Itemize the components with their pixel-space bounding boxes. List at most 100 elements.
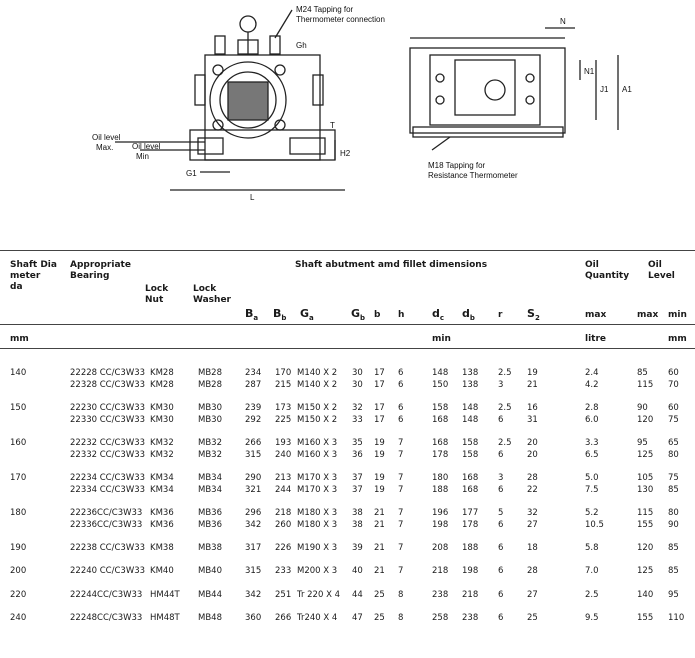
cell-dc: 196 xyxy=(432,508,449,518)
cell-gb: 36 xyxy=(352,450,363,460)
cell-db: 198 xyxy=(462,566,479,576)
cell-ba: 287 xyxy=(245,380,262,390)
cell-s2: 32 xyxy=(527,508,538,518)
cell-lmax: 120 xyxy=(637,543,654,553)
cell-r: 2.5 xyxy=(498,403,512,413)
label-n: N xyxy=(560,17,566,26)
cell-gb: 30 xyxy=(352,368,363,378)
cell-b: 19 xyxy=(374,438,385,448)
cell-dc: 168 xyxy=(432,438,449,448)
cell-da: 150 xyxy=(10,403,27,413)
cell-washer: MB38 xyxy=(198,543,222,553)
cell-bearing: 22232 CC/C3W33 xyxy=(70,438,146,448)
cell-lmin: 65 xyxy=(668,438,679,448)
header-h: h xyxy=(398,310,405,320)
cell-q: 5.2 xyxy=(585,508,599,518)
cell-bb: 215 xyxy=(275,380,292,390)
cell-nut: KM30 xyxy=(150,415,174,425)
cell-b: 25 xyxy=(374,590,385,600)
cell-da: 200 xyxy=(10,566,27,576)
cell-s2: 22 xyxy=(527,485,538,495)
cell-b: 21 xyxy=(374,566,385,576)
unit-mm-level: mm xyxy=(668,334,687,344)
header-db: db xyxy=(462,307,475,323)
cell-nut: HM44T xyxy=(150,590,180,600)
cell-bearing: 22234 CC/C3W33 xyxy=(70,473,146,483)
cell-bb: 173 xyxy=(275,403,292,413)
cell-r: 6 xyxy=(498,590,504,600)
cell-dc: 180 xyxy=(432,473,449,483)
cell-bb: 193 xyxy=(275,438,292,448)
cell-bearing: 22328 CC/C3W33 xyxy=(70,380,146,390)
cell-ba: 290 xyxy=(245,473,262,483)
cell-s2: 28 xyxy=(527,566,538,576)
cell-lmin: 80 xyxy=(668,450,679,460)
cell-db: 158 xyxy=(462,438,479,448)
cell-b: 21 xyxy=(374,543,385,553)
cell-nut: KM36 xyxy=(150,520,174,530)
cell-gb: 37 xyxy=(352,485,363,495)
cell-db: 238 xyxy=(462,613,479,623)
cell-bearing: 22336CC/C3W33 xyxy=(70,520,143,530)
cell-db: 177 xyxy=(462,508,479,518)
cell-s2: 27 xyxy=(527,520,538,530)
cell-nut: KM32 xyxy=(150,450,174,460)
cell-h: 6 xyxy=(398,380,404,390)
cell-q: 6.0 xyxy=(585,415,599,425)
cell-h: 7 xyxy=(398,473,404,483)
cell-db: 218 xyxy=(462,590,479,600)
cell-s2: 16 xyxy=(527,403,538,413)
bearing-outer-circle xyxy=(209,61,287,139)
cell-dc: 238 xyxy=(432,590,449,600)
header-ga: Ga xyxy=(300,307,314,323)
cell-washer: MB34 xyxy=(198,485,222,495)
cell-r: 6 xyxy=(498,520,504,530)
cell-ba: 360 xyxy=(245,613,262,623)
cell-h: 7 xyxy=(398,450,404,460)
cell-h: 6 xyxy=(398,415,404,425)
header-max-quantity: max xyxy=(585,310,607,320)
cell-bb: 266 xyxy=(275,613,292,623)
cell-bearing: 22332 CC/C3W33 xyxy=(70,450,146,460)
cell-h: 7 xyxy=(398,543,404,553)
cell-r: 6 xyxy=(498,543,504,553)
cell-lmax: 90 xyxy=(637,403,648,413)
cell-nut: KM30 xyxy=(150,403,174,413)
table-top-rule xyxy=(0,250,695,251)
cell-nut: KM28 xyxy=(150,368,174,378)
cell-bb: 225 xyxy=(275,415,292,425)
cell-ba: 315 xyxy=(245,450,262,460)
cell-r: 6 xyxy=(498,415,504,425)
cell-h: 8 xyxy=(398,613,404,623)
cell-q: 4.2 xyxy=(585,380,599,390)
cell-b: 21 xyxy=(374,508,385,518)
cell-da: 240 xyxy=(10,613,27,623)
cell-r: 6 xyxy=(498,613,504,623)
cell-ba: 342 xyxy=(245,590,262,600)
cell-lmax: 125 xyxy=(637,566,654,576)
cell-h: 7 xyxy=(398,508,404,518)
drawing-labels: M24 Tapping for Thermometer connection G… xyxy=(92,5,632,202)
cell-dc: 178 xyxy=(432,450,449,460)
header-max-level: max xyxy=(637,310,659,320)
cell-da: 220 xyxy=(10,590,27,600)
cell-nut: KM38 xyxy=(150,543,174,553)
label-m18b: Resistance Thermometer xyxy=(428,171,518,180)
header-gb: Gb xyxy=(351,307,366,323)
cell-s2: 25 xyxy=(527,613,538,623)
cell-ga: Tr240 X 4 xyxy=(297,613,338,623)
cell-ba: 292 xyxy=(245,415,262,425)
cell-lmin: 75 xyxy=(668,473,679,483)
cell-ga: M170 X 3 xyxy=(297,485,338,495)
cell-s2: 27 xyxy=(527,590,538,600)
cell-nut: KM28 xyxy=(150,380,174,390)
cell-bearing: 22330 CC/C3W33 xyxy=(70,415,146,425)
cell-q: 9.5 xyxy=(585,613,599,623)
cell-b: 17 xyxy=(374,403,385,413)
cell-bearing: 22230 CC/C3W33 xyxy=(70,403,146,413)
header-lock-washer: Lock Washer xyxy=(193,284,231,305)
cell-bearing: 22240 CC/C3W33 xyxy=(70,566,146,576)
cell-washer: MB30 xyxy=(198,415,222,425)
cell-r: 6 xyxy=(498,566,504,576)
cell-dc: 150 xyxy=(432,380,449,390)
